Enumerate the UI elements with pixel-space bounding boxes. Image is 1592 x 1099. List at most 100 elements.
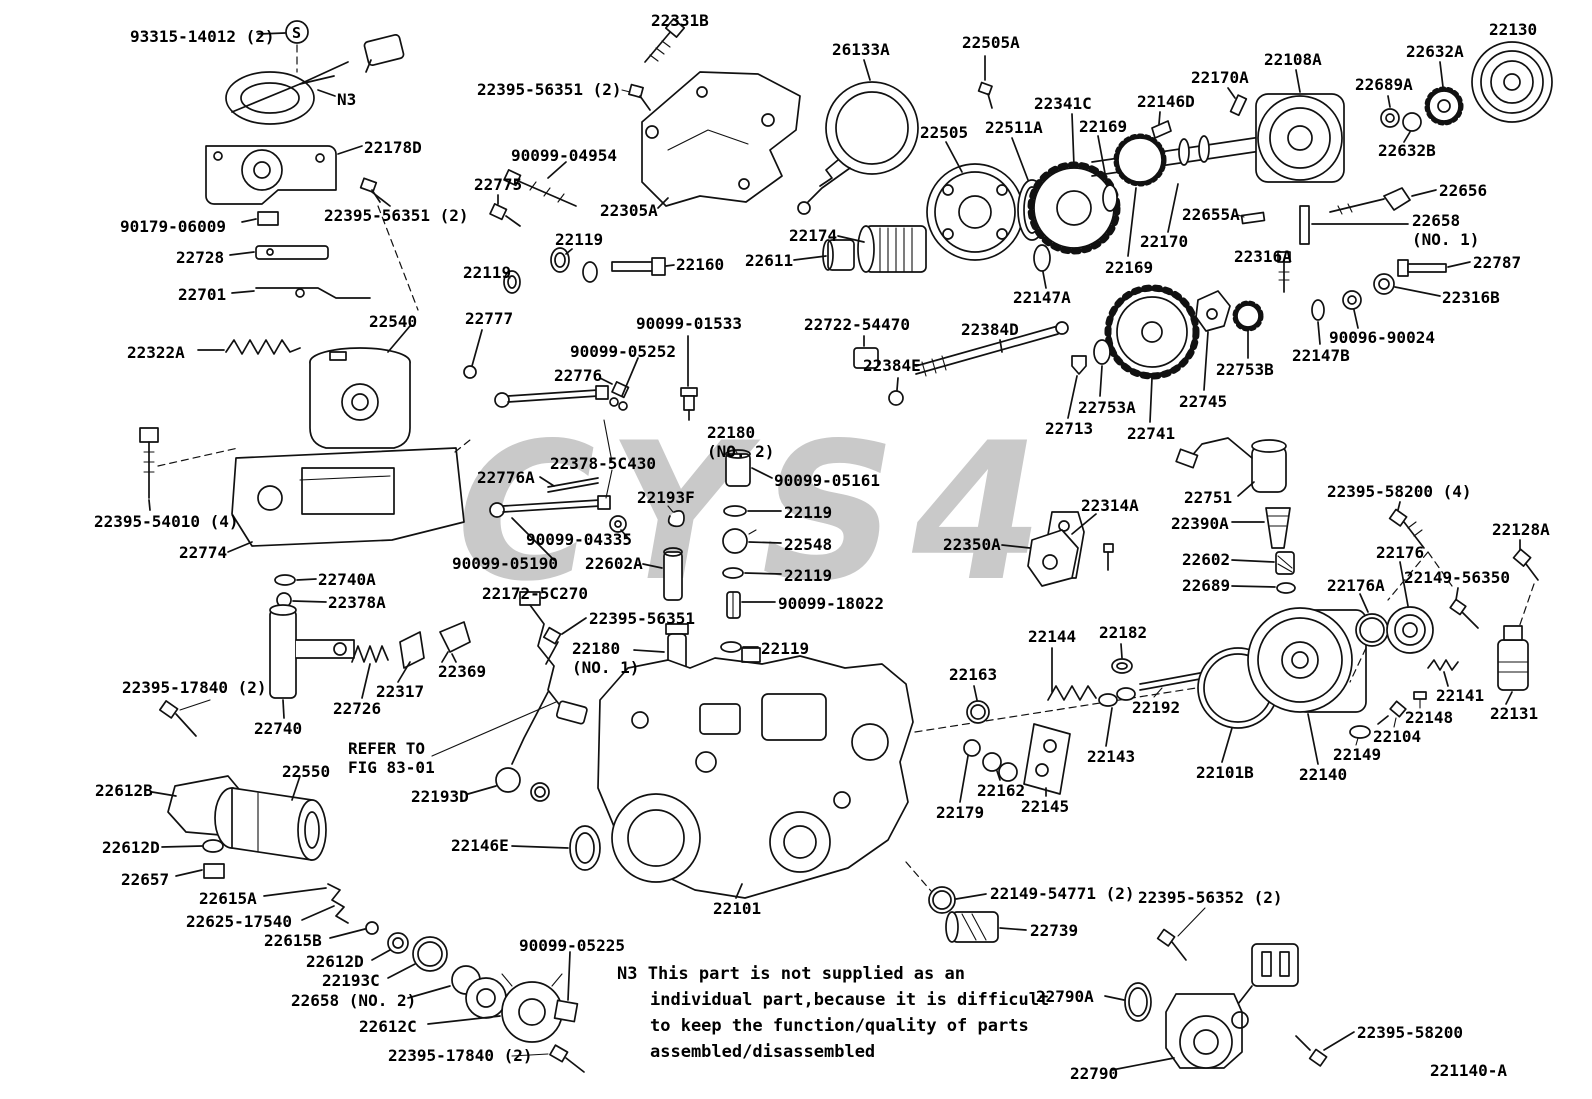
part-label: 22149 [1333, 745, 1382, 764]
footnote-line: N3 This part is not supplied as an [617, 964, 965, 984]
part-label: 22550 [282, 762, 331, 781]
part-label: 22726 [333, 699, 382, 718]
part-label: REFER TO FIG 83-01 [348, 739, 435, 777]
part-label: 22395-56351 [589, 609, 695, 628]
part-label: 90099-05161 [774, 471, 880, 490]
part-label: 22182 [1099, 623, 1148, 642]
part-label: 22722-54470 [804, 315, 910, 334]
part-label: 22740 [254, 719, 303, 738]
part-label: 22369 [438, 662, 487, 681]
part-label: 22395-58200 [1357, 1023, 1463, 1042]
part-label: 22395-17840 (2) [122, 678, 267, 697]
part-label: 26133A [832, 40, 890, 59]
part-label: 22632A [1406, 42, 1464, 61]
part-label: 22169 [1105, 258, 1154, 277]
part-label: 22316B [1442, 288, 1500, 307]
part-label: 22148 [1405, 708, 1454, 727]
part-label: 22384E [863, 356, 921, 375]
fuel-cut-parts-art [158, 574, 471, 737]
part-label: 22108A [1264, 50, 1322, 69]
part-label: 22751 [1184, 488, 1233, 507]
part-label: 22143 [1087, 747, 1136, 766]
part-label: 90099-05225 [519, 936, 625, 955]
part-label: 22395-56352 (2) [1138, 888, 1283, 907]
part-label: 22180 (NO. 2) [707, 423, 775, 461]
part-label: 22689 [1182, 576, 1231, 595]
part-label: 22658 (NO. 2) [291, 991, 417, 1010]
part-label: 22741 [1127, 424, 1176, 443]
part-label: 22790 [1070, 1064, 1119, 1083]
part-label: 90099-18022 [778, 594, 884, 613]
part-label: 22790A [1036, 987, 1094, 1006]
part-label: 22753B [1216, 360, 1274, 379]
part-label: 22384D [961, 320, 1019, 339]
part-label: 22787 [1473, 253, 1522, 272]
part-label: 22101B [1196, 763, 1254, 782]
part-label: 22146E [451, 836, 509, 855]
part-label: 90099-04954 [511, 146, 617, 165]
part-label: 90099-05190 [452, 554, 558, 573]
part-label: 22612B [95, 781, 153, 800]
part-label: 22162 [977, 781, 1026, 800]
part-label: 22160 [676, 255, 725, 274]
part-label: 22305A [600, 201, 658, 220]
solenoid-art [1001, 437, 1453, 601]
part-label: 22505 [920, 123, 969, 142]
part-label: 22540 [369, 312, 418, 331]
part-label: 22119 [784, 566, 833, 585]
part-label: 22390A [1171, 514, 1229, 533]
footnote: N3 This part is not supplied as an indiv… [617, 961, 1049, 1065]
footnote-line: to keep the function/quality of parts [650, 1016, 1029, 1036]
governor-cover-art: S [197, 20, 405, 355]
part-label: 22378A [328, 593, 386, 612]
s-marker: S [292, 24, 301, 42]
part-label: 22611 [745, 251, 794, 270]
part-label: 22775 [474, 175, 523, 194]
link-rod-art [853, 321, 1069, 406]
pump-housing-art [511, 647, 1197, 943]
part-label: 22657 [121, 870, 170, 889]
part-label: 22149-54771 (2) [990, 884, 1135, 903]
part-label: 22341C [1034, 94, 1092, 113]
pump-piston-art [151, 775, 585, 1073]
part-label: 22146D [1137, 92, 1195, 111]
distributor-head-art [959, 539, 1539, 803]
part-label: 22119 [463, 263, 512, 282]
part-label: 221140-A [1430, 1061, 1508, 1080]
actuator-art [793, 59, 927, 273]
part-label: 22170A [1191, 68, 1249, 87]
part-label: 22163 [949, 665, 998, 684]
part-label: 22119 [761, 639, 810, 658]
part-label: 22689A [1355, 75, 1413, 94]
watermark-art: CYS4 [435, 402, 1076, 623]
part-label: 22104 [1373, 727, 1422, 746]
part-label: 22176 [1376, 543, 1425, 562]
part-label: 90099-04335 [526, 530, 632, 549]
part-label: 22378-5C430 [550, 454, 656, 473]
harness-art [431, 591, 588, 802]
part-label: 22176A [1327, 576, 1385, 595]
part-label: 22728 [176, 248, 225, 267]
part-label: 22193C [322, 971, 380, 990]
part-label: 22615B [264, 931, 322, 950]
part-label: 22316A [1234, 247, 1292, 266]
part-label: 22632B [1378, 141, 1436, 160]
part-label: 22615A [199, 889, 257, 908]
part-label: 22395-58200 (4) [1327, 482, 1472, 501]
part-label: 22172-5C270 [482, 584, 588, 603]
part-label: 22776 [554, 366, 603, 385]
part-label: 22170 [1140, 232, 1189, 251]
part-label: 22753A [1078, 398, 1136, 417]
part-label: 22655A [1182, 205, 1240, 224]
part-label: 22147A [1013, 288, 1071, 307]
part-label: 22548 [784, 535, 833, 554]
part-label: 22179 [936, 803, 985, 822]
camplate-art [926, 55, 1172, 289]
part-label: 22713 [1045, 419, 1094, 438]
part-label: 22131 [1490, 704, 1539, 723]
part-label: 22395-56351 (2) [324, 206, 469, 225]
part-label: 22169 [1079, 117, 1128, 136]
part-label: 22317 [376, 682, 425, 701]
